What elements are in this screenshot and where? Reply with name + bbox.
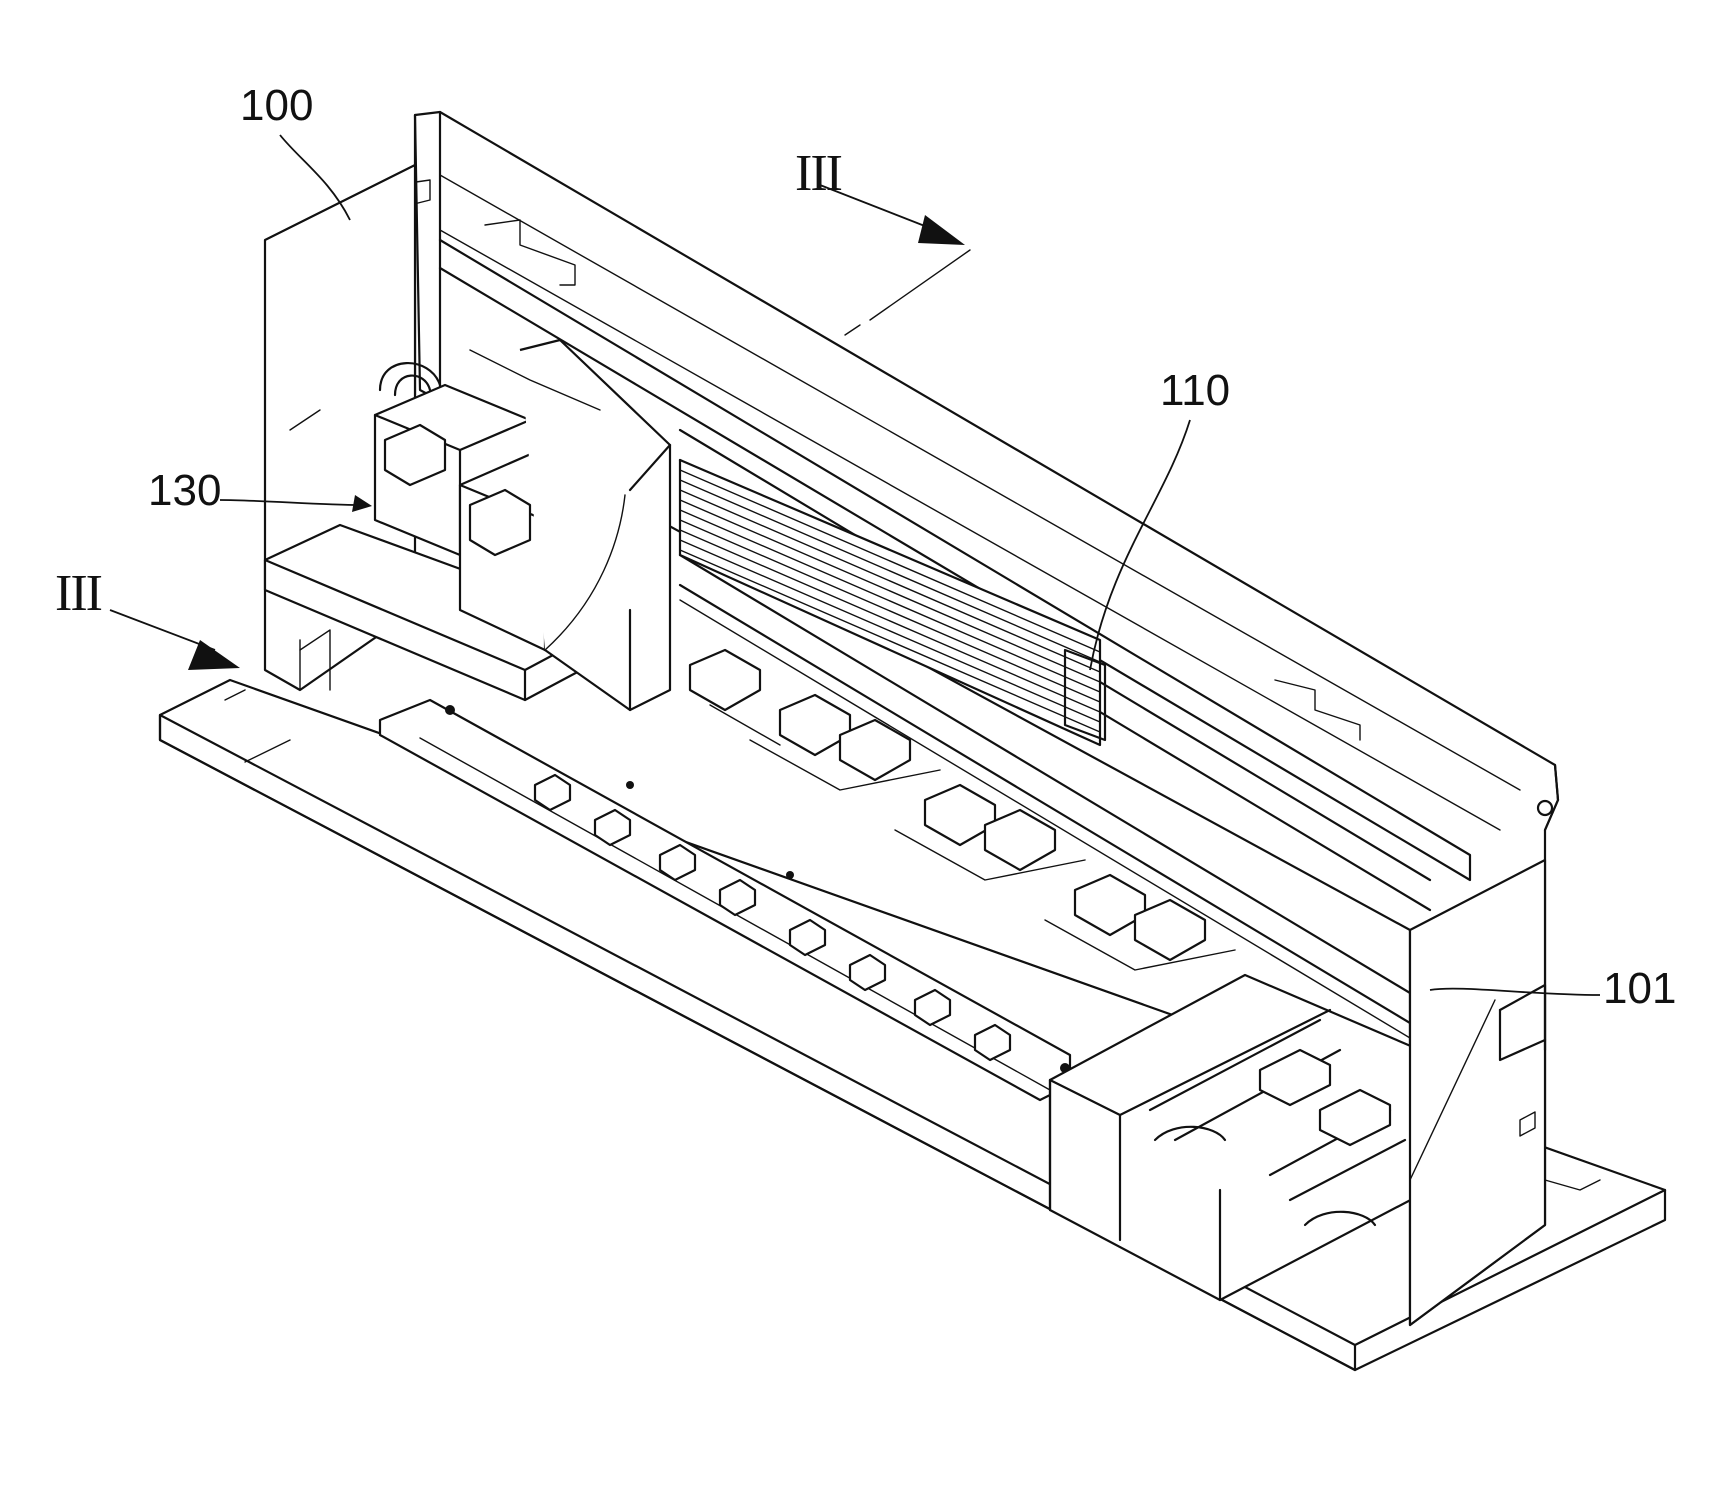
label-110: 110: [1160, 366, 1230, 415]
paper-guide-plate: [378, 698, 1072, 1102]
label-100: 100: [240, 81, 313, 130]
section-line: [224, 249, 971, 701]
encoder-strip-110: [678, 458, 1107, 747]
carriage-130: [263, 338, 672, 712]
leader-101: [1429, 987, 1601, 996]
feed-rollers: [688, 648, 1236, 971]
upper-section-arrow: [819, 184, 965, 245]
guide-clips: [533, 773, 1012, 1062]
label-130: 130: [148, 466, 221, 515]
leader-130: [219, 499, 361, 506]
leader-110: [1089, 419, 1191, 671]
leader-100: [279, 134, 351, 221]
label-101: 101: [1603, 964, 1676, 1013]
section-marker-upper: III: [795, 145, 842, 202]
lower-section-arrow: [109, 609, 240, 670]
right-bracket-101: [1048, 973, 1422, 1302]
section-marker-lower: III: [55, 565, 102, 622]
right-side-wall: [1408, 858, 1601, 1327]
leader-lines: [219, 134, 1601, 996]
